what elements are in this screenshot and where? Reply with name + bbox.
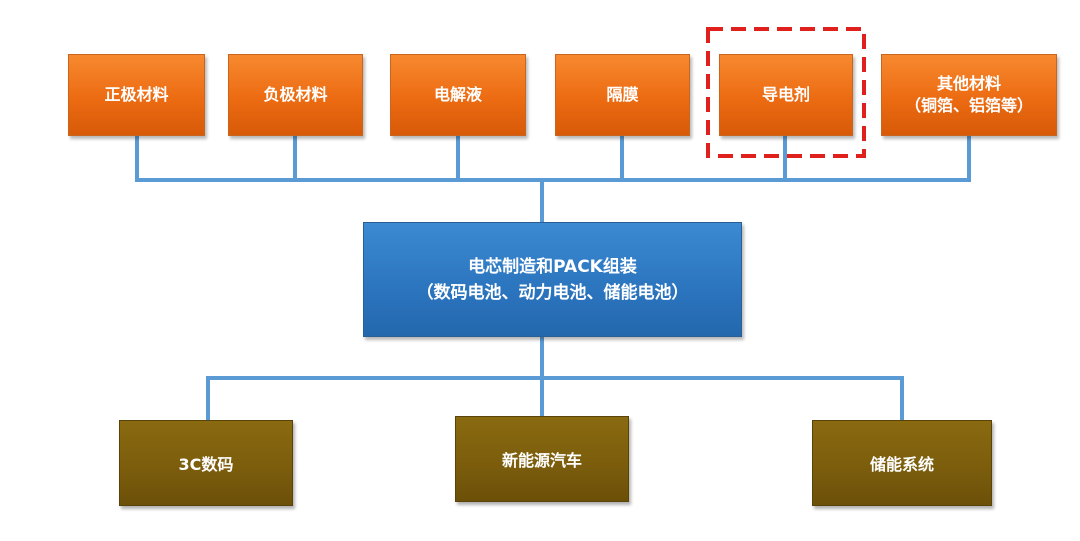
material-box-other: 其他材料 （铜箔、铝箔等） [881,54,1057,136]
core-subtitle: （数码电池、动力电池、储能电池） [416,282,689,303]
application-box-new-energy-vehicle: 新能源汽车 [455,416,629,502]
material-label: 负极材料 [263,85,328,104]
material-box-anode: 负极材料 [228,54,363,136]
material-label: 正极材料 [104,85,169,104]
material-box-cathode: 正极材料 [68,54,205,136]
material-label: 其他材料 [936,74,1001,93]
application-box-energy-storage: 储能系统 [812,420,992,506]
material-sublabel: （铜箔、铝箔等） [904,96,1033,115]
application-label: 新能源汽车 [501,451,582,470]
material-box-separator: 隔膜 [555,54,690,136]
material-box-electrolyte: 电解液 [390,54,526,136]
material-label: 导电剂 [761,85,810,104]
material-box-conductive-agent: 导电剂 [719,54,853,136]
material-label: 电解液 [433,85,482,104]
application-box-3c-digital: 3C数码 [119,420,293,506]
material-label: 隔膜 [606,85,639,104]
application-label: 储能系统 [869,455,934,474]
core-box-cell-manufacturing: 电芯制造和PACK组装 （数码电池、动力电池、储能电池） [363,222,742,337]
core-title: 电芯制造和PACK组装 [468,256,637,277]
application-label: 3C数码 [178,455,234,474]
highlight-dashed-frame [706,27,866,158]
